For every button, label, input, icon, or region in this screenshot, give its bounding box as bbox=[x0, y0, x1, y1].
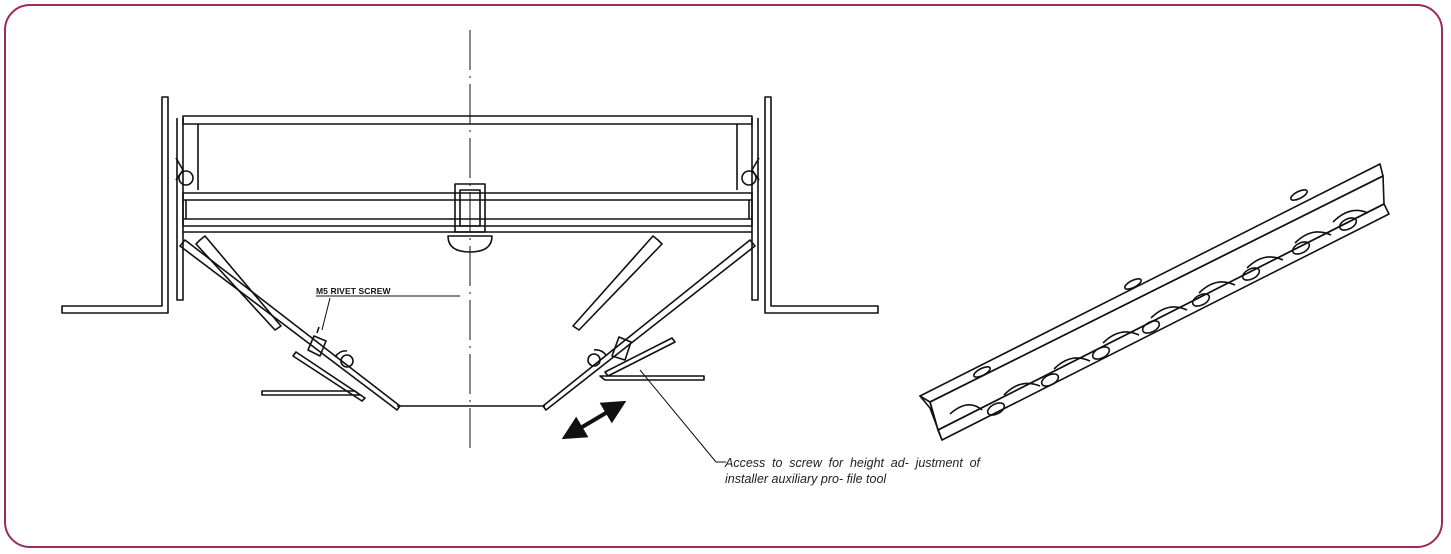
rivet-screw-label: M5 RIVET SCREW bbox=[316, 286, 391, 296]
left-frame-wall bbox=[176, 118, 184, 301]
right-ceiling-flange bbox=[764, 96, 879, 314]
right-diffuser-blade bbox=[542, 239, 756, 411]
left-inner-flap bbox=[195, 235, 282, 331]
left-clip bbox=[178, 170, 194, 186]
left-rivet-screw bbox=[307, 326, 354, 368]
perforated-profile bbox=[919, 163, 1390, 441]
right-rivet-screw bbox=[587, 336, 632, 367]
grille-section-view bbox=[61, 30, 879, 463]
right-frame-wall bbox=[751, 118, 759, 301]
adjustment-arrow bbox=[561, 400, 627, 440]
left-diffuser-blade bbox=[179, 239, 401, 411]
right-lower-flange bbox=[599, 375, 705, 381]
cross-bar bbox=[182, 192, 753, 227]
left-lower-flange bbox=[261, 390, 361, 396]
top-rail bbox=[182, 115, 753, 125]
access-note: Access to screw for height ad- justment … bbox=[725, 456, 980, 486]
right-clip bbox=[741, 170, 757, 186]
note-leader bbox=[639, 369, 726, 463]
figure-frame bbox=[4, 4, 1443, 548]
right-inner-flap bbox=[572, 235, 663, 331]
left-ceiling-flange bbox=[61, 96, 169, 314]
